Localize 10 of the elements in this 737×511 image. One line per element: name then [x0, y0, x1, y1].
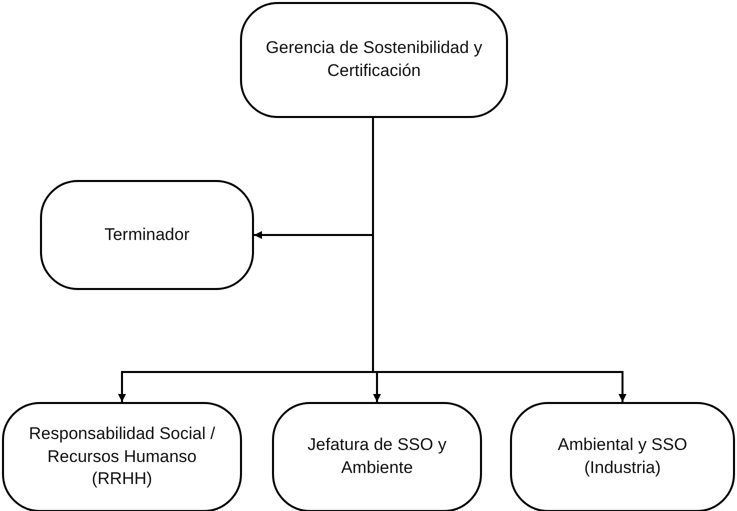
box-label: Gerencia de Sostenibilidad y Certificación	[264, 37, 484, 82]
box-label: Responsabilidad Social / Recursos Humanso (RRHH)	[28, 422, 216, 490]
rounded-box	[510, 402, 735, 511]
box-label: Ambiental y SSO (Industria)	[556, 434, 688, 479]
box-label: Jefatura de SSO y Ambiente	[306, 434, 448, 479]
box-label: Terminador	[104, 224, 190, 246]
rounded-box	[272, 402, 482, 511]
rounded-box	[2, 402, 242, 511]
rounded-box	[240, 2, 508, 118]
rounded-box	[40, 180, 254, 290]
